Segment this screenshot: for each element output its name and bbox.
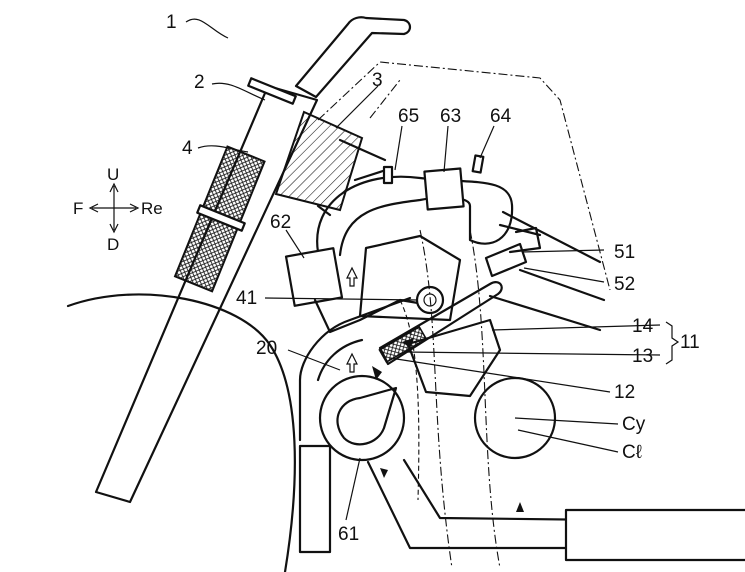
arrow-icon <box>402 338 414 348</box>
intake-runner <box>378 281 503 366</box>
arrow-up-icon <box>109 182 119 193</box>
front-fork <box>94 84 319 504</box>
label-52: 52 <box>614 274 635 295</box>
component-3 <box>274 110 364 212</box>
label-1: 1 <box>166 12 177 33</box>
frame-line-upper <box>369 79 401 119</box>
label-62: 62 <box>270 212 291 233</box>
label-64: 64 <box>490 106 512 127</box>
direction-down: D <box>107 235 119 254</box>
label-12: 12 <box>614 382 635 403</box>
direction-indicator: U D F Re <box>73 165 163 254</box>
arrow-down-icon <box>109 223 119 234</box>
intake-duct <box>316 175 514 257</box>
component-64 <box>471 154 485 174</box>
head-pipe-lower-band <box>196 204 246 232</box>
component-63 <box>423 167 465 211</box>
main-frame <box>316 138 606 332</box>
arrow-icon <box>516 502 524 512</box>
component-61-inner <box>336 386 398 446</box>
direction-rear: Re <box>141 199 163 218</box>
engine-body <box>313 298 432 334</box>
direction-front: F <box>73 199 83 218</box>
label-20: 20 <box>256 338 277 359</box>
arrow-left-icon <box>88 203 99 213</box>
front-wheel <box>66 293 296 572</box>
centerline <box>419 229 501 569</box>
direction-up: U <box>107 165 119 184</box>
label-63: 63 <box>440 106 461 127</box>
label-13: 13 <box>632 346 653 367</box>
arrow-icon <box>346 266 358 287</box>
component-65 <box>382 165 394 185</box>
arrow-icon <box>346 352 358 373</box>
arrow-icon <box>372 366 382 380</box>
head-pipe-upper-band <box>247 77 297 105</box>
arrow-right-icon <box>129 203 140 213</box>
lower-front-box <box>298 444 332 554</box>
label-14: 14 <box>632 316 654 337</box>
label-3: 3 <box>372 70 383 91</box>
arrow-icon <box>380 468 388 478</box>
label-11: 11 <box>680 332 700 353</box>
component-13 <box>378 325 428 364</box>
muffler-rear <box>564 508 745 562</box>
label-41: 41 <box>236 288 257 309</box>
label-2: 2 <box>194 72 205 93</box>
flow-path <box>399 299 420 501</box>
component-20 <box>298 296 412 442</box>
label-61: 61 <box>338 524 359 545</box>
component-62 <box>284 247 344 307</box>
component-61 <box>318 374 406 462</box>
leader-lines <box>185 18 680 521</box>
label-cy: Cy <box>622 414 646 435</box>
fuel-tank-outline <box>317 61 611 291</box>
label-cl: Cℓ <box>622 442 642 463</box>
engine-block-upper <box>358 234 462 322</box>
label-65: 65 <box>398 106 419 127</box>
handlebar <box>294 16 412 99</box>
reference-labels: 1 2 3 4 65 63 64 62 51 52 41 14 11 20 13… <box>166 12 700 545</box>
component-51 <box>484 242 528 278</box>
label-4: 4 <box>182 138 193 159</box>
label-51: 51 <box>614 242 635 263</box>
component-52 <box>508 226 542 254</box>
